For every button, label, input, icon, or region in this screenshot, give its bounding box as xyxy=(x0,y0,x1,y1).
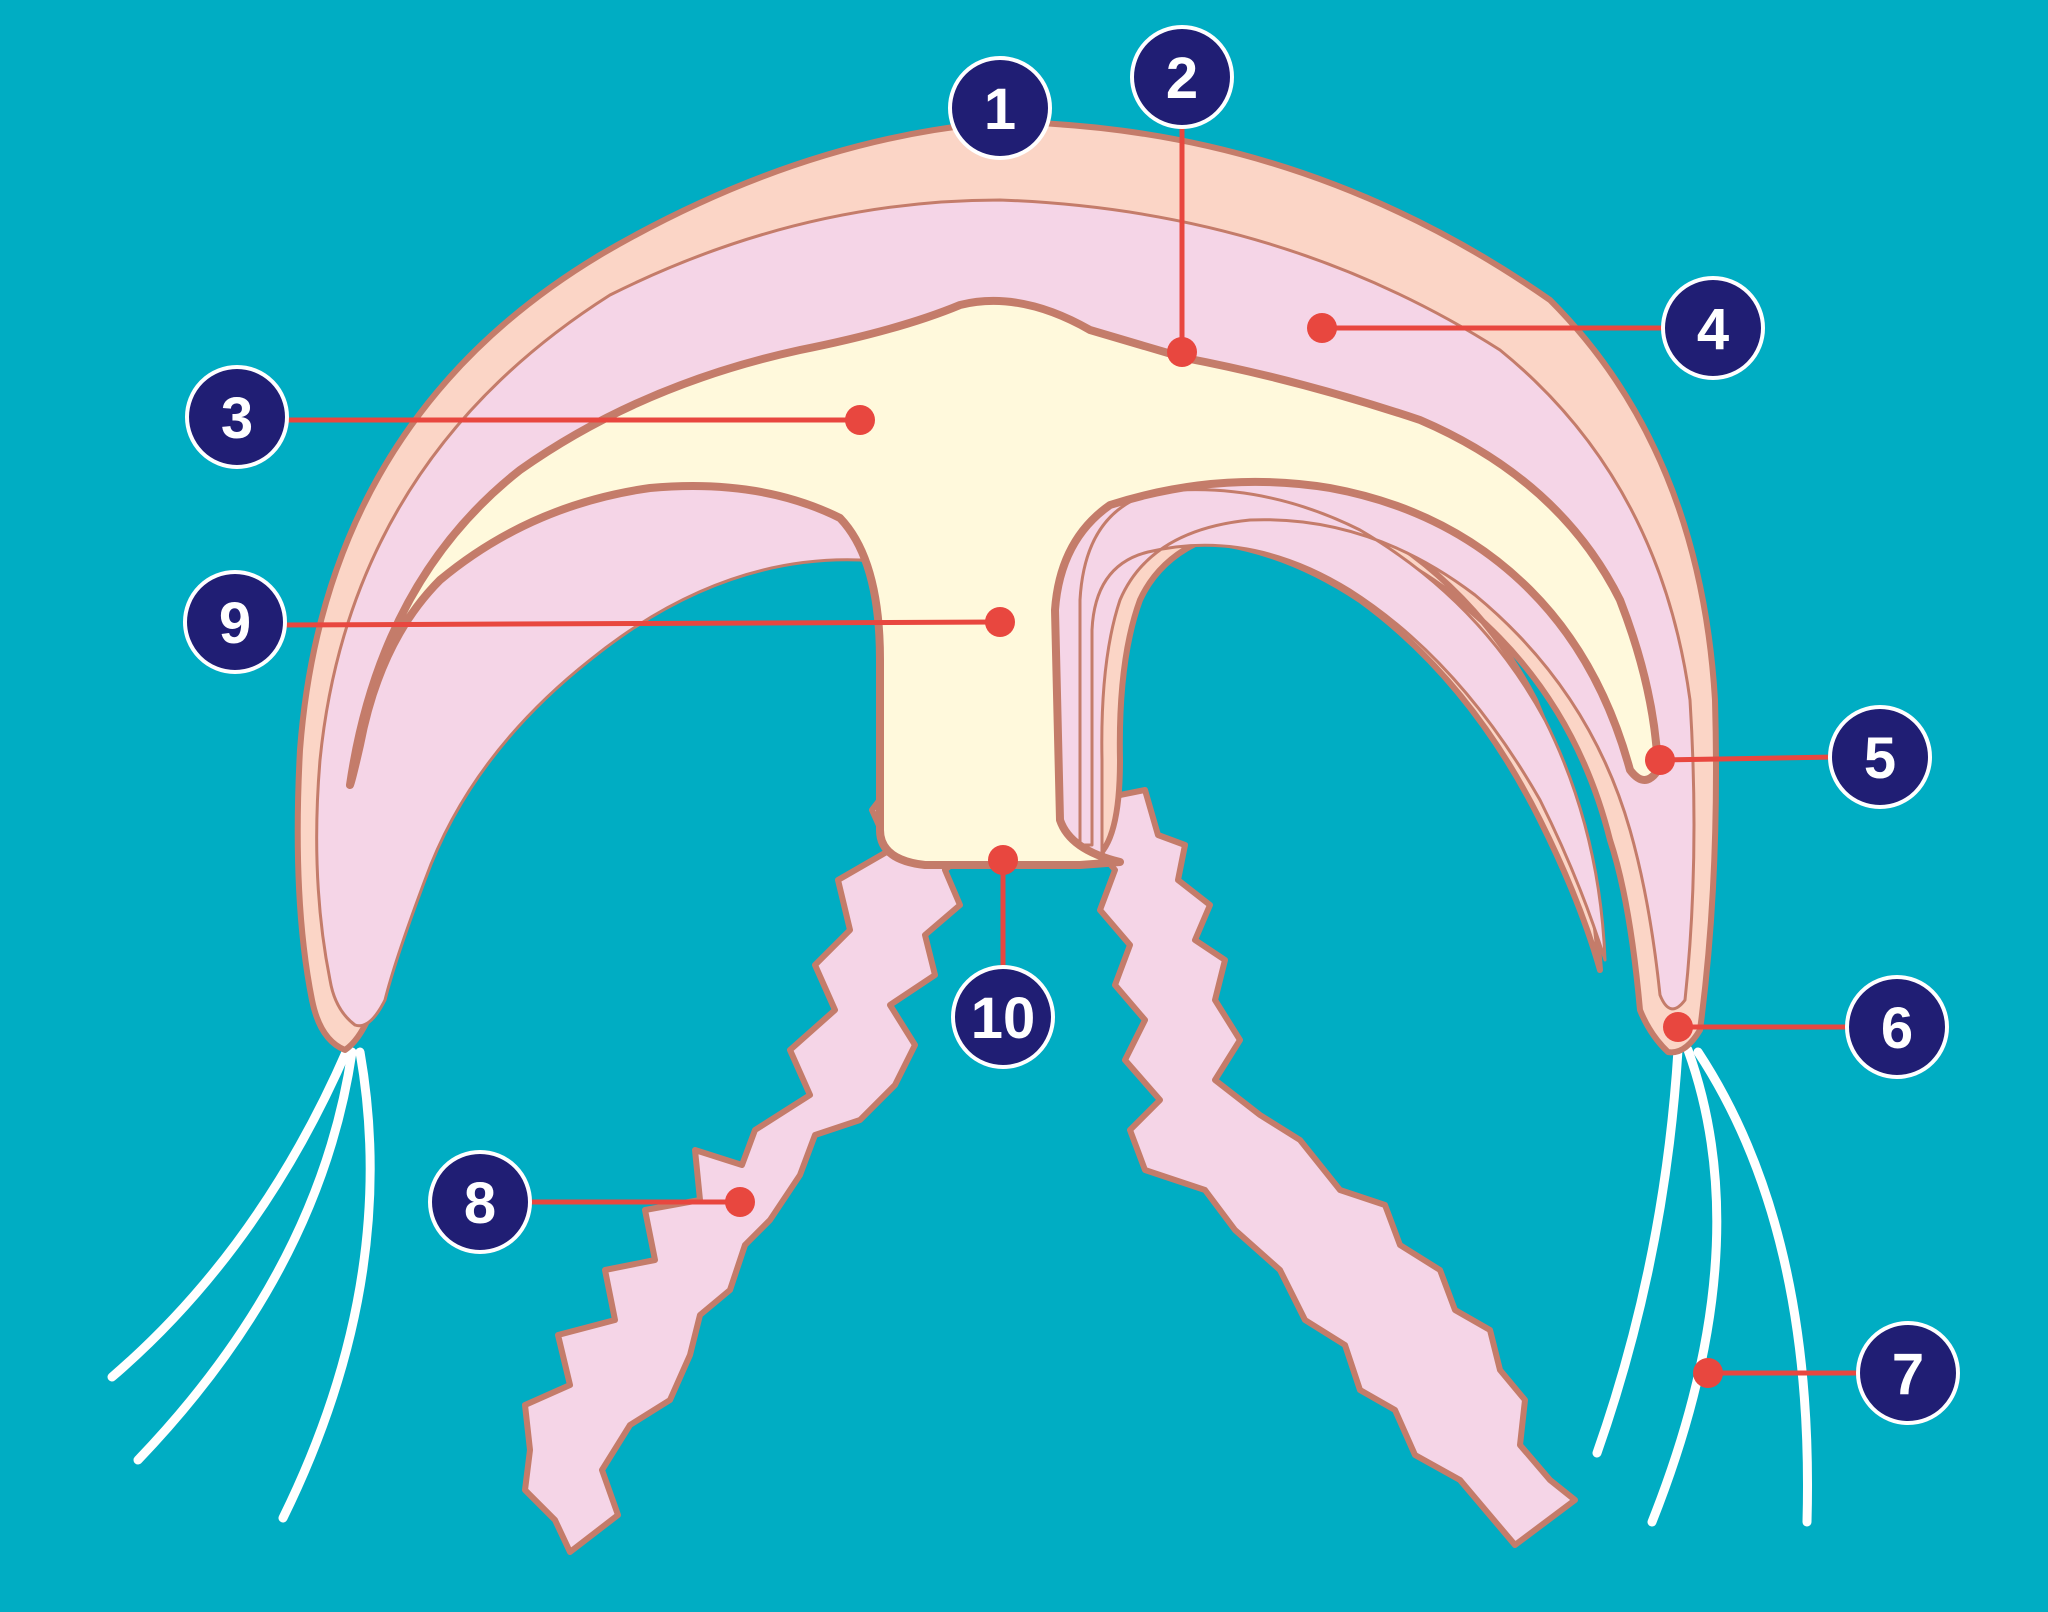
marker-circle-4 xyxy=(1661,276,1765,380)
pointer-line-5 xyxy=(1659,754,1836,763)
pointer-dot-7 xyxy=(1693,1358,1723,1388)
marker-label-8: 8 xyxy=(464,1171,496,1236)
marker-label-7: 7 xyxy=(1892,1342,1924,1407)
pointer-dot-4 xyxy=(1307,313,1337,343)
marker-label-10: 10 xyxy=(971,986,1036,1051)
marker-6: 6 xyxy=(1845,975,1949,1079)
marker-circle-10 xyxy=(951,965,1055,1069)
left-tentacle xyxy=(107,1045,352,1382)
pointer-dot-5 xyxy=(1645,745,1675,775)
left-oral-arm xyxy=(522,712,978,1555)
marker-label-6: 6 xyxy=(1881,996,1913,1061)
right-tentacles xyxy=(1592,1045,1812,1527)
marker-circle-3 xyxy=(185,365,289,469)
marker-circle-5 xyxy=(1828,705,1932,809)
marker-label-3: 3 xyxy=(221,386,253,451)
number-markers: 1 2 3 4 5 6 7 8 9 10 xyxy=(183,25,1960,1425)
pointer-dot-6 xyxy=(1663,1012,1693,1042)
marker-label-9: 9 xyxy=(219,591,251,656)
left-tentacle xyxy=(278,1047,375,1523)
pointer-dot-8 xyxy=(725,1187,755,1217)
marker-10: 10 xyxy=(951,965,1055,1069)
gastric-cavity xyxy=(346,296,1662,869)
marker-4: 4 xyxy=(1661,276,1765,380)
marker-3: 3 xyxy=(185,365,289,469)
left-tentacles xyxy=(107,1045,375,1523)
marker-label-5: 5 xyxy=(1864,726,1896,791)
marker-circle-2 xyxy=(1130,25,1234,129)
marker-circle-7 xyxy=(1856,1321,1960,1425)
left-tentacle xyxy=(133,1047,357,1465)
pointer-dot-9 xyxy=(985,607,1015,637)
marker-8: 8 xyxy=(428,1150,532,1254)
right-oral-arm xyxy=(1087,787,1578,1548)
marker-2: 2 xyxy=(1130,25,1234,129)
pointer-dot-3 xyxy=(845,405,875,435)
pointer-line-9 xyxy=(279,619,1001,628)
marker-circle-9 xyxy=(183,570,287,674)
marker-1: 1 xyxy=(948,56,1052,160)
right-tentacle xyxy=(1647,1045,1722,1527)
marker-label-1: 1 xyxy=(984,77,1016,142)
pointer-dot-2 xyxy=(1167,337,1197,367)
pointer-lines xyxy=(279,118,1863,1388)
marker-label-4: 4 xyxy=(1697,297,1729,362)
marker-circle-1 xyxy=(948,56,1052,160)
marker-circle-8 xyxy=(428,1150,532,1254)
pointer-dot-10 xyxy=(988,845,1018,875)
right-tentacle xyxy=(1693,1047,1812,1527)
marker-label-2: 2 xyxy=(1166,46,1198,111)
marker-circle-6 xyxy=(1845,975,1949,1079)
right-tentacle xyxy=(1592,1045,1683,1458)
marker-5: 5 xyxy=(1828,705,1932,809)
marker-7: 7 xyxy=(1856,1321,1960,1425)
marker-9: 9 xyxy=(183,570,287,674)
